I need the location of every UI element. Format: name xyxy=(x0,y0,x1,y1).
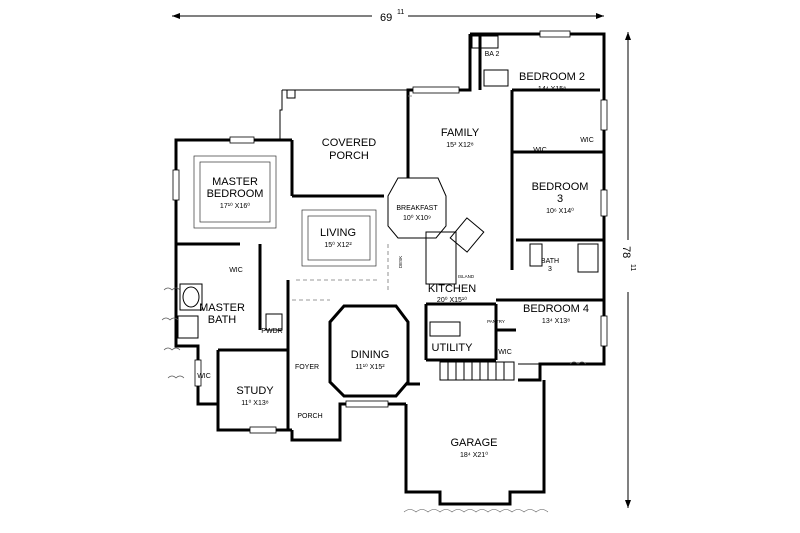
master-bedroom-label-line2: BEDROOM xyxy=(207,188,264,200)
bedroom4-label: BEDROOM 4 xyxy=(523,303,589,315)
wic-bedroom4-label: WIC xyxy=(498,349,512,356)
breakfast-octagon xyxy=(387,177,447,239)
porch-label: PORCH xyxy=(297,413,322,420)
breakfast-label: BREAKFAST xyxy=(396,205,438,212)
wic-master-label: WIC xyxy=(229,267,243,274)
interior-walls xyxy=(176,34,604,430)
landscaping xyxy=(161,287,587,513)
bedroom3-dimensions: 10⁶ X14⁰ xyxy=(546,207,574,215)
bath3-label-line2: 3 xyxy=(548,266,552,273)
overall-depth-value: 78 xyxy=(620,246,632,258)
kitchen-label: KITCHEN xyxy=(428,283,476,295)
ba2-label: BA 2 xyxy=(485,51,500,58)
overall-width-value: 69 xyxy=(380,12,392,24)
foyer-label: FOYER xyxy=(295,364,319,371)
bedroom2-dimensions: 14⁴ X15⁸ xyxy=(538,86,566,93)
family-dimensions: 15³ X12⁸ xyxy=(446,142,474,149)
living-dimensions: 15⁰ X12² xyxy=(324,241,352,249)
study-label: STUDY xyxy=(236,385,274,397)
windows xyxy=(172,30,608,434)
study-dimensions: 11⁰ X13⁸ xyxy=(241,399,268,407)
master-bath-label-line2: BATH xyxy=(208,314,237,326)
wic-bedroom2-label: WIC xyxy=(580,137,594,144)
ceiling-details xyxy=(193,95,412,301)
master-bedroom-dimensions: 17¹⁰ X16⁰ xyxy=(220,202,250,210)
dining-dimensions: 11¹⁰ X15² xyxy=(355,363,385,371)
fixtures xyxy=(177,35,599,339)
bath3-label-line1: BATH xyxy=(541,258,559,265)
island-label: ISLAND xyxy=(458,274,475,279)
pwdr-label: PWDR xyxy=(261,328,282,335)
wic-master-bath-label: WIC xyxy=(197,373,211,380)
kitchen-dimensions: 20⁰ X15¹⁰ xyxy=(437,296,467,304)
breakfast-dimensions: 10⁰ X10⁹ xyxy=(403,214,431,222)
bedroom3-label-line2: 3 xyxy=(557,193,563,205)
overall-width-dimension: 69 11 xyxy=(172,9,604,24)
garage-dimensions: 18⁴ X21⁰ xyxy=(460,451,488,459)
overall-depth-dimension: 78 11 xyxy=(620,32,636,508)
master-bedroom-label-line1: MASTER xyxy=(212,176,258,188)
utility-label: UTILITY xyxy=(432,342,474,354)
bedroom3-label-line1: BEDROOM xyxy=(532,181,589,193)
covered-porch-label-line2: PORCH xyxy=(329,150,369,162)
desk-label: DESK xyxy=(398,256,403,268)
family-label: FAMILY xyxy=(441,127,480,139)
bedroom4-dimensions: 13⁴ X13⁸ xyxy=(542,318,570,325)
wic-bedroom3-label: WIC xyxy=(533,147,547,154)
master-bath-label-line1: MASTER xyxy=(199,302,245,314)
living-label: LIVING xyxy=(320,227,356,239)
covered-porch-label-line1: COVERED xyxy=(322,137,376,149)
garage-stairs xyxy=(439,361,515,381)
overall-depth-sup: 11 xyxy=(629,264,636,271)
dining-label: DINING xyxy=(351,349,390,361)
garage-label: GARAGE xyxy=(450,437,497,449)
bedroom2-label: BEDROOM 2 xyxy=(519,71,585,83)
pantry-label: PANTRY xyxy=(487,319,505,324)
overall-width-sup: 11 xyxy=(397,9,404,16)
dining-octagon xyxy=(328,304,410,398)
